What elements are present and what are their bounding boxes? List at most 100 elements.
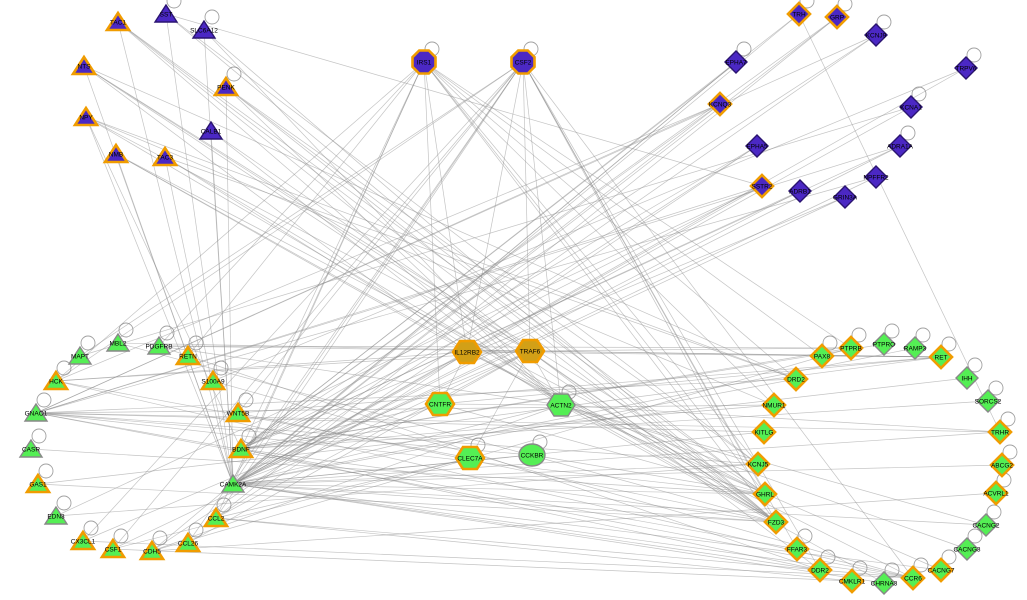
node-shape-triangle[interactable]: [227, 437, 255, 459]
node-shape-triangle[interactable]: [151, 145, 179, 167]
node-shape-triangle[interactable]: [69, 529, 97, 551]
node-shape-diamond[interactable]: [839, 568, 865, 594]
node-shape-hexagon[interactable]: [424, 391, 456, 417]
node-shape-diamond[interactable]: [976, 389, 1000, 413]
node-shape-hexagon[interactable]: [546, 393, 576, 417]
node-shape-diamond[interactable]: [824, 4, 850, 30]
node-SSTR2[interactable]: SSTR2: [749, 173, 775, 199]
node-CACNG3[interactable]: CACNG3: [953, 537, 981, 561]
node-shape-diamond[interactable]: [899, 95, 923, 119]
node-ADRB1[interactable]: ADRB1: [788, 179, 812, 203]
node-shape-diamond[interactable]: [900, 565, 926, 591]
node-shape-triangle[interactable]: [67, 345, 93, 365]
node-CCKBR[interactable]: CCKBR: [518, 443, 546, 467]
node-shape-triangle[interactable]: [104, 10, 132, 32]
node-shape-triangle[interactable]: [72, 105, 100, 127]
node-shape-triangle[interactable]: [198, 120, 224, 140]
node-IHH[interactable]: IHH: [955, 366, 979, 390]
node-TRHR[interactable]: TRHR: [987, 419, 1013, 445]
node-shape-diamond[interactable]: [707, 91, 733, 117]
node-shape-hexagon[interactable]: [451, 339, 483, 365]
node-shape-diamond[interactable]: [745, 451, 771, 477]
node-shape-diamond[interactable]: [761, 392, 787, 418]
node-shape-triangle[interactable]: [202, 506, 230, 528]
node-shape-diamond[interactable]: [724, 50, 748, 74]
node-shape-diamond[interactable]: [749, 173, 775, 199]
node-GRP[interactable]: GRP: [824, 4, 850, 30]
node-shape-diamond[interactable]: [983, 480, 1009, 506]
node-shape-hexagon[interactable]: [514, 338, 546, 364]
node-NPFFR2[interactable]: NPFFR2: [863, 165, 889, 189]
node-shape-diamond[interactable]: [864, 23, 888, 47]
node-shape-diamond[interactable]: [989, 452, 1015, 478]
node-TAC1[interactable]: TAC1: [104, 10, 132, 32]
node-TRAF6[interactable]: TRAF6: [514, 338, 546, 364]
node-KCNA1[interactable]: KCNA1: [899, 95, 923, 119]
node-shape-octagon[interactable]: [411, 49, 437, 75]
node-shape-diamond[interactable]: [784, 536, 810, 562]
node-KCNJ9[interactable]: KCNJ9: [864, 23, 888, 47]
node-shape-diamond[interactable]: [809, 343, 835, 369]
node-shape-triangle[interactable]: [146, 335, 172, 355]
node-CALB1[interactable]: CALB1: [198, 120, 224, 140]
node-shape-triangle[interactable]: [212, 75, 240, 97]
node-shape-diamond[interactable]: [903, 336, 927, 360]
node-TRH[interactable]: TRH: [786, 1, 812, 27]
node-shape-diamond[interactable]: [745, 134, 769, 158]
node-NMB[interactable]: NMB: [102, 142, 130, 164]
node-shape-diamond[interactable]: [928, 344, 954, 370]
node-shape-triangle[interactable]: [199, 369, 227, 391]
node-CACNG2[interactable]: CACNG2: [972, 513, 1000, 537]
node-CCR6[interactable]: CCR6: [900, 565, 926, 591]
node-shape-diamond[interactable]: [838, 335, 864, 361]
node-TRPV6[interactable]: TRPV6: [954, 56, 978, 80]
node-shape-diamond[interactable]: [974, 513, 998, 537]
node-CACNG7[interactable]: CACNG7: [927, 557, 955, 583]
node-shape-diamond[interactable]: [752, 481, 778, 507]
node-RET[interactable]: RET: [928, 344, 954, 370]
node-CLEC7A[interactable]: CLEC7A: [454, 445, 486, 471]
node-shape-diamond[interactable]: [783, 366, 809, 392]
node-shape-triangle[interactable]: [18, 438, 44, 458]
node-shape-ellipse[interactable]: [518, 443, 546, 467]
node-GHRL[interactable]: GHRL: [752, 481, 778, 507]
node-shape-diamond[interactable]: [955, 366, 979, 390]
node-shape-triangle[interactable]: [174, 531, 202, 553]
node-ABCG2[interactable]: ABCG2: [989, 452, 1015, 478]
node-CNTFR[interactable]: CNTFR: [424, 391, 456, 417]
node-shape-triangle[interactable]: [99, 537, 127, 559]
node-shape-triangle[interactable]: [42, 369, 70, 391]
node-SORCS2[interactable]: SORCS2: [975, 389, 1002, 413]
node-RAMP3[interactable]: RAMP3: [903, 336, 927, 360]
node-KCNJ5[interactable]: KCNJ5: [745, 451, 771, 477]
node-shape-triangle[interactable]: [105, 332, 131, 352]
node-EPHA7[interactable]: EPHA7: [724, 50, 748, 74]
node-FFAR3[interactable]: FFAR3: [784, 536, 810, 562]
node-shape-hexagon[interactable]: [454, 445, 486, 471]
node-shape-diamond[interactable]: [786, 1, 812, 27]
node-TAC3[interactable]: TAC3: [151, 145, 179, 167]
node-shape-diamond[interactable]: [864, 165, 888, 189]
node-CSF2[interactable]: CSF2: [510, 49, 536, 75]
node-shape-triangle[interactable]: [224, 401, 252, 423]
node-shape-triangle[interactable]: [23, 402, 49, 422]
node-NTS[interactable]: NTS: [70, 54, 98, 76]
node-shape-diamond[interactable]: [763, 509, 789, 535]
node-shape-diamond[interactable]: [987, 419, 1013, 445]
node-shape-diamond[interactable]: [928, 557, 954, 583]
node-ACTN2[interactable]: ACTN2: [546, 393, 576, 417]
node-IRS1[interactable]: IRS1: [411, 49, 437, 75]
node-shape-triangle[interactable]: [24, 472, 52, 494]
node-shape-octagon[interactable]: [510, 49, 536, 75]
node-shape-diamond[interactable]: [872, 571, 896, 595]
node-ACVRL1[interactable]: ACVRL1: [983, 480, 1009, 506]
node-EPHA5[interactable]: EPHA5: [745, 134, 769, 158]
node-IL12RB2[interactable]: IL12RB2: [451, 339, 483, 365]
node-shape-diamond[interactable]: [888, 134, 912, 158]
node-shape-diamond[interactable]: [955, 537, 979, 561]
node-shape-diamond[interactable]: [807, 557, 833, 583]
node-shape-triangle[interactable]: [43, 505, 69, 525]
node-shape-diamond[interactable]: [954, 56, 978, 80]
node-shape-triangle[interactable]: [102, 142, 130, 164]
